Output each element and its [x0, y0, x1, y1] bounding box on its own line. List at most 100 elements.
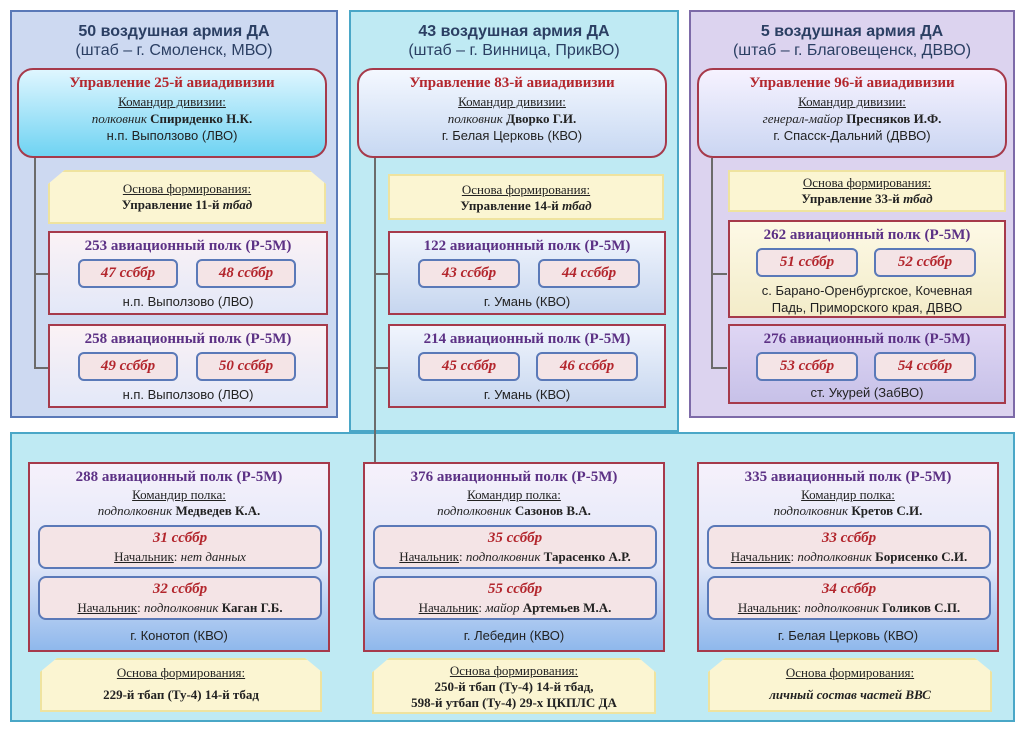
squadron-name: 35 ссббр: [487, 530, 543, 546]
squadron-53: 53 ссббр: [756, 352, 858, 381]
regiment-base-376: Основа формирования: 250-й тбап (Ту-4) 1…: [372, 658, 656, 714]
base-line: 250-й тбап (Ту-4) 14-й тбад,: [434, 679, 594, 694]
regiment-title: 276 авиационный полк (Р-5М): [763, 331, 971, 347]
commander-label: Командир дивизии:: [458, 94, 566, 109]
division-hq-25: Управление 25-й авиадивизии Командир див…: [17, 68, 327, 158]
regiment-214: 214 авиационный полк (Р-5М) 45 ссббр 46 …: [388, 324, 666, 408]
division-location: г. Белая Церковь (КВО): [441, 128, 583, 143]
squadron-chief: Начальник: подполковник Голиков С.П.: [737, 600, 961, 615]
base-line: личный состав частей ВВС: [769, 687, 931, 702]
army-hq: (штаб – г. Винница, ПрикВО): [408, 42, 620, 59]
army-name: 43 воздушная армия ДА: [418, 23, 610, 40]
squadron-name: 32 ссббр: [152, 581, 208, 597]
base-label: Основа формирования:: [122, 181, 252, 196]
squadron-46: 46 ссббр: [536, 352, 638, 381]
regiment-title: 335 авиационный полк (Р-5М): [744, 469, 952, 485]
base-line: 229-й тбап (Ту-4) 14-й тбад: [103, 687, 259, 702]
regiment-title: 214 авиационный полк (Р-5М): [423, 331, 631, 347]
squadron-50: 50 ссббр: [196, 352, 296, 381]
regiment-288: 288 авиационный полк (Р-5М) Командир пол…: [28, 462, 330, 652]
regiment-title: 122 авиационный полк (Р-5М): [423, 238, 631, 254]
base-label: Основа формирования:: [449, 663, 579, 678]
regiment-258: 258 авиационный полк (Р-5М) 49 ссббр 50 …: [48, 324, 328, 408]
commander-label: Командир полка:: [132, 487, 226, 502]
army-name: 50 воздушная армия ДА: [78, 23, 270, 40]
squadron-34: 34 ссббр Начальник: подполковник Голиков…: [707, 576, 991, 620]
commander: генерал-майор Пресняков И.Ф.: [762, 111, 942, 126]
regiment-122: 122 авиационный полк (Р-5М) 43 ссббр 44 …: [388, 231, 666, 315]
squadron-43: 43 ссббр: [418, 259, 520, 288]
army-title-43: 43 воздушная армия ДА (штаб – г. Винница…: [349, 22, 679, 60]
regiment-276: 276 авиационный полк (Р-5М) 53 ссббр 54 …: [728, 324, 1006, 404]
squadron-chief: Начальник: нет данных: [114, 549, 246, 564]
base-value: Управление 33-й тбад: [801, 191, 933, 206]
division-hq-96: Управление 96-й авиадивизии Командир див…: [697, 68, 1007, 158]
commander-label: Командир дивизии:: [798, 94, 906, 109]
squadron-33: 33 ссббр Начальник: подполковник Борисен…: [707, 525, 991, 569]
army-hq: (штаб – г. Смоленск, МВО): [75, 42, 273, 59]
connector-line: [374, 367, 390, 369]
regiment-base-288: Основа формирования: 229-й тбап (Ту-4) 1…: [40, 658, 322, 712]
squadron-47: 47 ссббр: [78, 259, 178, 288]
division-base-96: Основа формирования: Управление 33-й тба…: [728, 170, 1006, 212]
division-location: н.п. Выползово (ЛВО): [106, 128, 238, 143]
regiment-title: 288 авиационный полк (Р-5М): [75, 469, 283, 485]
division-title: Управление 96-й авиадивизии: [749, 75, 955, 91]
connector-line: [711, 367, 727, 369]
division-location: г. Спасск-Дальний (ДВВО): [773, 128, 931, 143]
squadron-35: 35 ссббр Начальник: подполковник Тарасен…: [373, 525, 657, 569]
division-hq-83: Управление 83-й авиадивизии Командир див…: [357, 68, 667, 158]
squadron-name: 31 ссббр: [152, 530, 208, 546]
regiment-location: н.п. Выползово (ЛВО): [122, 294, 254, 309]
connector-line: [374, 273, 390, 275]
regiment-location: г. Белая Церковь (КВО): [777, 628, 919, 643]
connector-line: [374, 450, 376, 462]
connector-line: [374, 158, 376, 452]
army-title-5: 5 воздушная армия ДА (штаб – г. Благовещ…: [689, 22, 1015, 60]
division-title: Управление 25-й авиадивизии: [69, 75, 275, 91]
squadron-chief: Начальник: подполковник Тарасенко А.Р.: [399, 549, 631, 564]
commander: подполковник Кретов С.И.: [773, 503, 923, 518]
division-title: Управление 83-й авиадивизии: [409, 75, 615, 91]
regiment-title: 253 авиационный полк (Р-5М): [84, 238, 292, 254]
regiment-location: г. Конотоп (КВО): [130, 628, 228, 643]
regiment-location: г. Умань (КВО): [483, 387, 571, 402]
army-name: 5 воздушная армия ДА: [760, 23, 944, 40]
commander-label: Командир полка:: [467, 487, 561, 502]
regiment-title: 258 авиационный полк (Р-5М): [84, 331, 292, 347]
squadron-name: 33 ссббр: [821, 530, 877, 546]
regiment-location: г. Лебедин (КВО): [463, 628, 565, 643]
regiment-base-335: Основа формирования: личный состав часте…: [708, 658, 992, 712]
commander: подполковник Медведев К.А.: [97, 503, 261, 518]
connector-line: [34, 367, 50, 369]
squadron-name: 34 ссббр: [821, 581, 877, 597]
squadron-chief: Начальник: подполковник Борисенко С.И.: [730, 549, 968, 564]
regiment-376: 376 авиационный полк (Р-5М) Командир пол…: [363, 462, 665, 652]
regiment-title: 262 авиационный полк (Р-5М): [763, 227, 971, 243]
connector-line: [711, 158, 713, 368]
squadron-44: 44 ссббр: [538, 259, 640, 288]
commander-label: Командир полка:: [801, 487, 895, 502]
squadron-31: 31 ссббр Начальник: нет данных: [38, 525, 322, 569]
regiment-335: 335 авиационный полк (Р-5М) Командир пол…: [697, 462, 999, 652]
base-label: Основа формирования:: [116, 665, 246, 680]
squadron-54: 54 ссббр: [874, 352, 976, 381]
squadron-name: 55 ссббр: [487, 581, 543, 597]
squadron-52: 52 ссббр: [874, 248, 976, 277]
regiment-253: 253 авиационный полк (Р-5М) 47 ссббр 48 …: [48, 231, 328, 315]
base-label: Основа формирования:: [461, 182, 591, 197]
base-label: Основа формирования:: [802, 175, 932, 190]
base-line: 598-й утбап (Ту-4) 29-х ЦКПЛС ДА: [411, 695, 617, 710]
regiment-title: 376 авиационный полк (Р-5М): [410, 469, 618, 485]
commander: полковник Дворко Г.И.: [447, 111, 577, 126]
squadron-48: 48 ссббр: [196, 259, 296, 288]
squadron-55: 55 ссббр Начальник: майор Артемьев М.А.: [373, 576, 657, 620]
regiment-location: н.п. Выползово (ЛВО): [122, 387, 254, 402]
squadron-51: 51 ссббр: [756, 248, 858, 277]
division-base-25: Основа формирования: Управление 11-й тба…: [48, 170, 326, 224]
squadron-32: 32 ссббр Начальник: подполковник Каган Г…: [38, 576, 322, 620]
connector-line: [34, 156, 36, 368]
squadron-chief: Начальник: подполковник Каган Г.Б.: [77, 600, 283, 615]
squadron-chief: Начальник: майор Артемьев М.А.: [418, 600, 612, 615]
regiment-location: ст. Укурей (ЗабВО): [810, 385, 924, 400]
